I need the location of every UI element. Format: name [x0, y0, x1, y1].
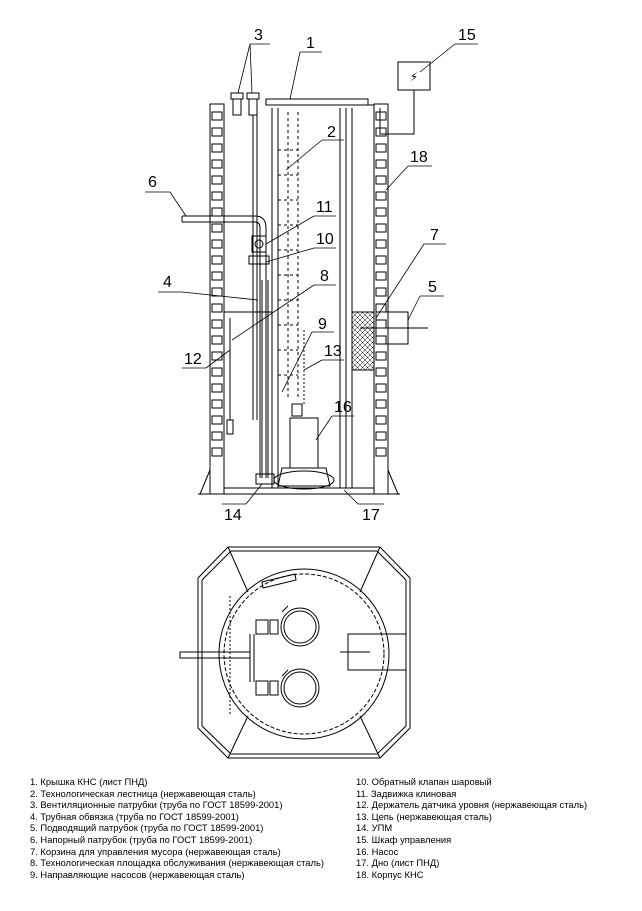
- legend-item: 1. Крышка КНС (лист ПНД): [30, 776, 148, 787]
- pump-station-drawing: ⚡ 1 2 3 4 5 6 7 8 9 10 11 12 13: [145, 27, 478, 759]
- legend-item: 9. Направляющие насосов (нержавеющая ста…: [30, 868, 245, 880]
- callout-6: 6: [148, 174, 157, 191]
- callout-11: 11: [316, 199, 333, 216]
- check-valve: [254, 239, 264, 249]
- plan-body-circle: [218, 568, 390, 740]
- callout-14: 14: [224, 507, 242, 524]
- pump: [273, 403, 335, 490]
- plan-valves: [249, 619, 279, 696]
- legend-item: 6. Напорный патрубок (труба по ГОСТ 1859…: [30, 833, 253, 845]
- callout-13: 13: [324, 343, 342, 360]
- callout-5: 5: [428, 279, 437, 296]
- foot-right: [387, 469, 399, 495]
- legend-item: 5. Подводящий патрубок (труба по ГОСТ 18…: [30, 822, 264, 834]
- plan-pump-2: [280, 668, 320, 708]
- legend-item: 8. Технологическая площадка обслуживания…: [30, 857, 324, 869]
- wall-ribs-left: [211, 111, 223, 457]
- lid: [265, 98, 369, 106]
- plan-pump-1: [280, 607, 320, 647]
- pump-coupling: [255, 473, 275, 485]
- section-view: ⚡: [181, 61, 431, 495]
- callout-16: 16: [334, 399, 352, 416]
- legend-item: 16. Насос: [356, 845, 399, 857]
- electric-symbol: ⚡: [410, 70, 418, 84]
- callout-9: 9: [318, 316, 327, 333]
- legend-item: 7. Корзина для управления мусора (нержав…: [30, 845, 281, 857]
- callout-7: 7: [430, 227, 439, 244]
- legend-item: 4. Трубная обвязка (труба по ГОСТ 18599-…: [30, 810, 239, 822]
- callout-4: 4: [163, 274, 172, 291]
- plan-lid-hatch: [261, 573, 297, 589]
- callout-12: 12: [184, 351, 202, 368]
- legend-left-column: 1. Крышка КНС (лист ПНД) 2. Технологичес…: [30, 776, 350, 880]
- callout-17: 17: [362, 507, 380, 524]
- legend: 1. Крышка КНС (лист ПНД) 2. Технологичес…: [30, 776, 630, 906]
- cable: [379, 90, 415, 135]
- plan-view: [179, 546, 411, 759]
- foot-left: [199, 469, 211, 495]
- callout-2: 2: [327, 124, 336, 141]
- plan-pressure-pipe: [179, 651, 251, 659]
- legend-item: 12. Держатель датчика уровня (нержавеюща…: [356, 799, 588, 811]
- legend-item: 3. Вентиляционные патрубки (труба по ГОС…: [30, 799, 283, 811]
- plan-inner-circle: [223, 573, 385, 735]
- legend-item: 17. Дно (лист ПНД): [356, 857, 440, 869]
- vent-pipes: [230, 92, 260, 420]
- legend-right-column: 10. Обратный клапан шаровый 11. Задвижка…: [356, 776, 642, 880]
- legend-item: 2. Технологическая лестница (нержавеющая…: [30, 787, 256, 799]
- callout-8: 8: [320, 268, 329, 285]
- pressure-pipe: [181, 215, 267, 478]
- callout-1: 1: [306, 35, 315, 52]
- basket: [351, 311, 375, 371]
- callout-3: 3: [254, 27, 263, 44]
- leader-lines: [145, 43, 478, 505]
- legend-item: 18. Корпус КНС: [356, 868, 424, 880]
- callout-10: 10: [316, 231, 334, 248]
- callout-18: 18: [410, 149, 428, 166]
- legend-item: 13. Цепь (нержавеющая сталь): [356, 810, 492, 822]
- legend-item: 10. Обратный клапан шаровый: [356, 776, 492, 787]
- callout-numbers: 1 2 3 4 5 6 7 8 9 10 11 12 13 14 15 16 1…: [148, 27, 476, 524]
- gate-valve: [251, 235, 267, 253]
- callout-15: 15: [458, 27, 476, 44]
- legend-item: 15. Шкаф управления: [356, 833, 452, 845]
- legend-item: 14. УПМ: [356, 822, 393, 834]
- legend-item: 11. Задвижка клиновая: [356, 787, 457, 799]
- wall-ribs-right: [375, 111, 387, 457]
